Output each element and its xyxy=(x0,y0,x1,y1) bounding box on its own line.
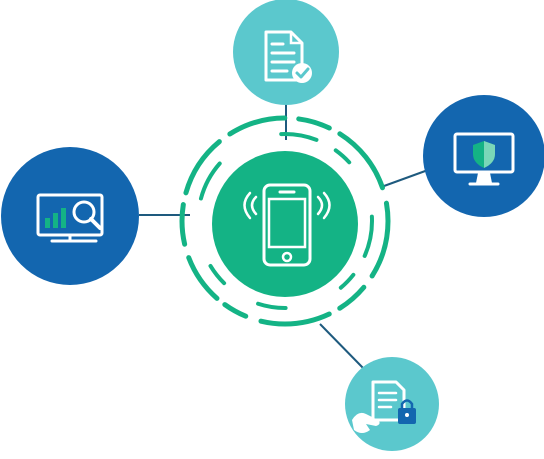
bottom-circle xyxy=(345,357,439,451)
check-badge xyxy=(292,63,312,83)
signal-wave-left-2 xyxy=(243,191,252,220)
left-node xyxy=(1,147,139,285)
mini-bar-1 xyxy=(45,218,50,228)
signal-wave-right-2 xyxy=(322,191,331,220)
document-outline xyxy=(264,30,304,82)
mini-bar-3 xyxy=(61,208,66,228)
smartphone-with-signal-icon xyxy=(243,183,331,267)
check-mark-icon xyxy=(295,67,310,79)
shield-highlight xyxy=(484,141,495,168)
top-node xyxy=(233,0,339,105)
document-fold xyxy=(289,32,302,45)
bottom-node xyxy=(345,357,439,451)
signal-ring-outer xyxy=(179,115,391,327)
document-check-icon xyxy=(264,30,312,83)
connector-right xyxy=(383,169,429,187)
signal-ring-inner xyxy=(196,132,374,310)
smartphone-screen xyxy=(267,197,307,249)
hand-icon xyxy=(352,412,380,433)
connector-bottom xyxy=(319,323,366,371)
mini-bar-2 xyxy=(53,213,58,228)
signal-wave-right-1 xyxy=(316,195,324,216)
right-node xyxy=(423,95,544,217)
secure-document-lines xyxy=(377,391,398,409)
monitor-screen xyxy=(453,132,515,174)
magnifier-lens xyxy=(72,200,96,224)
monitor-shield-icon xyxy=(453,132,515,186)
smartphone-home-button xyxy=(281,251,293,263)
secure-document-outline xyxy=(371,380,406,422)
smartphone-body xyxy=(262,183,312,267)
center-node xyxy=(212,151,358,297)
signal-ring xyxy=(179,115,391,327)
monitor-stand xyxy=(476,173,492,183)
document-lines xyxy=(270,42,296,73)
magnifier-handle xyxy=(89,217,102,230)
monitor-analytics-search-icon xyxy=(36,193,104,243)
lock-shackle xyxy=(400,399,414,409)
center-circle xyxy=(212,151,358,297)
bar-chart-icon xyxy=(45,208,66,228)
document-lock-hand-icon xyxy=(352,380,416,433)
signal-wave-left-1 xyxy=(250,195,258,216)
lock-keyhole xyxy=(405,413,409,417)
left-circle xyxy=(1,147,139,285)
